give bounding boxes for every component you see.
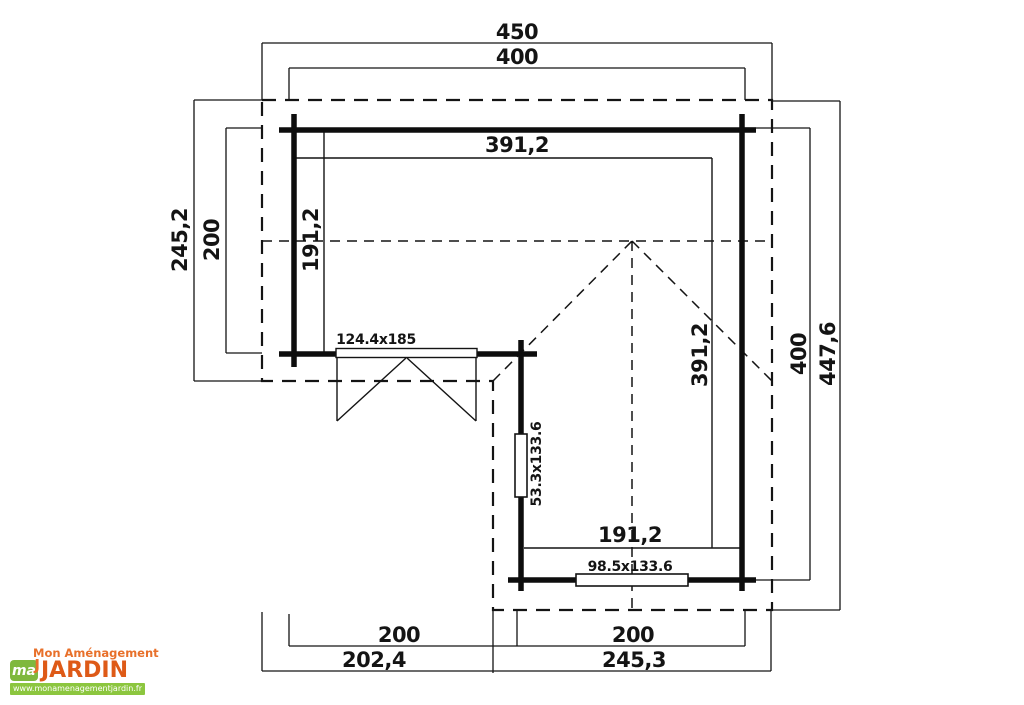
window-left-size-label: 53.3x133.6 (529, 422, 545, 507)
dim-bottom-roof-left-label: 202,4 (342, 648, 406, 672)
door-size-label: 124.4x185 (336, 332, 416, 348)
brand-logo: Mon Aménagement ma J JARDIN www.monamena… (10, 646, 159, 695)
double-door-leaf (335, 347, 478, 359)
logo-monogram-accent: J (34, 656, 40, 674)
dim-wall-width-label: 400 (496, 45, 538, 69)
dim-overall-width-label: 450 (496, 20, 538, 44)
wall-lines (279, 114, 756, 591)
window-left (514, 433, 528, 498)
dim-bottom-wall-right-label: 200 (612, 623, 654, 647)
logo-monogram: ma J (10, 656, 40, 681)
roof-ridge-lines (262, 240, 773, 610)
dim-left-overall-depth-label: 245,2 (168, 208, 192, 272)
dim-right-wall-height-label: 400 (787, 333, 811, 375)
dim-right-overall-height-label: 447,6 (816, 322, 840, 386)
logo-name: JARDIN (41, 658, 129, 683)
dim-left-wall-depth-label: 200 (200, 219, 224, 261)
dim-inner-length-right-wing-label: 391,2 (688, 323, 712, 387)
inner-wall-lines (296, 132, 740, 549)
door-swing-lines (336, 357, 477, 422)
window-bottom (575, 573, 689, 587)
logo-website: www.monamenagementjardin.fr (10, 683, 145, 695)
window-bottom-size-label: 98.5x133.6 (588, 559, 673, 575)
dim-bottom-roof-right-label: 245,3 (602, 648, 666, 672)
dim-inner-depth-left-label: 191,2 (299, 208, 323, 272)
logo-tagline: Mon Aménagement (33, 645, 159, 660)
dim-inner-width-bottom-label: 191,2 (598, 523, 662, 547)
logo-monogram-text: ma (11, 662, 37, 679)
dimension-lines (193, 42, 841, 673)
dim-inner-width-top-label: 391,2 (485, 133, 549, 157)
dim-bottom-wall-left-label: 200 (378, 623, 420, 647)
